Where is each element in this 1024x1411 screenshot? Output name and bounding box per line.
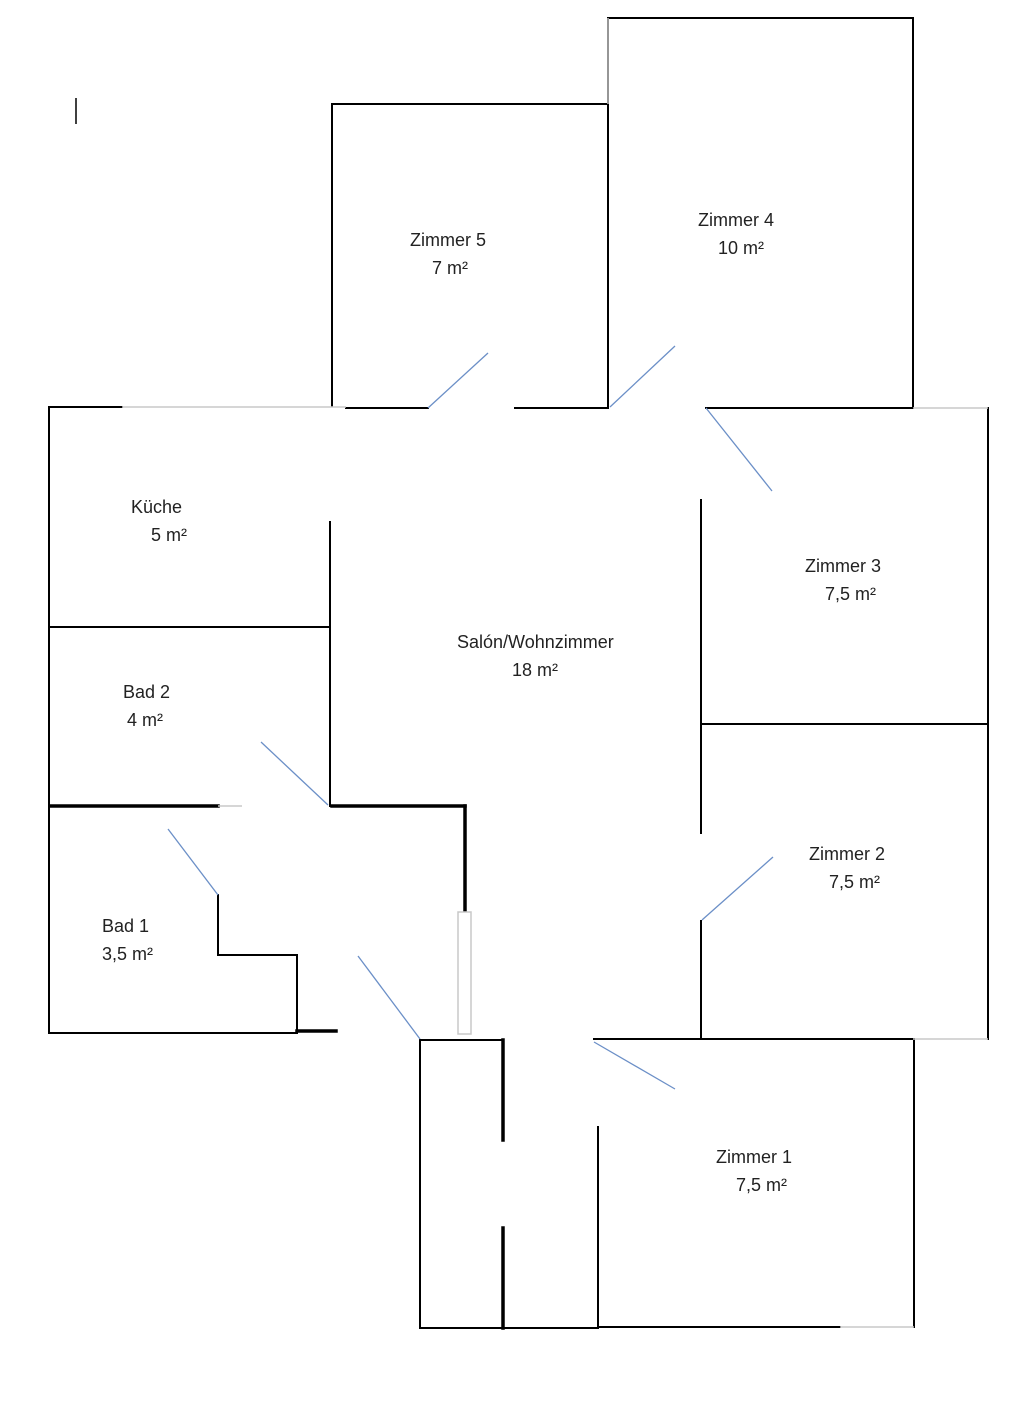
room-name: Zimmer 5 (410, 230, 486, 250)
door-swing (701, 856, 774, 921)
door-swing (167, 828, 219, 896)
door-swing (609, 345, 676, 408)
room-name: Salón/Wohnzimmer (457, 632, 614, 652)
room-label-bad1: Bad 1 3,5 m² (102, 912, 153, 968)
door-swing (427, 352, 489, 409)
room-label-zimmer1: Zimmer 1 7,5 m² (716, 1143, 792, 1199)
room-area: 5 m² (151, 525, 187, 545)
door-swing (593, 1041, 676, 1090)
room-area: 3,5 m² (102, 944, 154, 964)
room-label-kueche: Küche 5 m² (131, 493, 187, 549)
room-label-zimmer4: Zimmer 4 10 m² (698, 206, 774, 262)
door-swing (705, 407, 773, 492)
room-name: Bad 1 (102, 916, 150, 936)
room-label-salon: Salón/Wohnzimmer 18 m² (457, 628, 614, 684)
room-name: Zimmer 1 (716, 1147, 792, 1167)
door-swing (260, 741, 329, 806)
room-name: Zimmer 4 (698, 210, 774, 230)
faint-walls (122, 18, 988, 1328)
door-swing (357, 955, 421, 1040)
room-label-zimmer5: Zimmer 5 7 m² (410, 226, 486, 282)
room-area: 18 m² (512, 660, 559, 680)
room-area: 4 m² (127, 710, 163, 730)
room-name: Zimmer 2 (809, 844, 885, 864)
room-area: 7,5 m² (825, 584, 877, 604)
door-swings (167, 345, 774, 1090)
room-name: Küche (131, 497, 183, 517)
room-area: 7 m² (432, 258, 468, 278)
room-area: 10 m² (718, 238, 765, 258)
room-name: Zimmer 3 (805, 556, 881, 576)
walls (48, 17, 989, 1329)
room-label-bad2: Bad 2 4 m² (123, 678, 170, 734)
window-frame (457, 911, 472, 1035)
room-area: 7,5 m² (736, 1175, 788, 1195)
room-name: Bad 2 (123, 682, 171, 702)
room-label-zimmer3: Zimmer 3 7,5 m² (805, 552, 881, 608)
room-area: 7,5 m² (829, 872, 881, 892)
thick-walls (48, 804, 505, 1330)
room-label-zimmer2: Zimmer 2 7,5 m² (809, 840, 885, 896)
